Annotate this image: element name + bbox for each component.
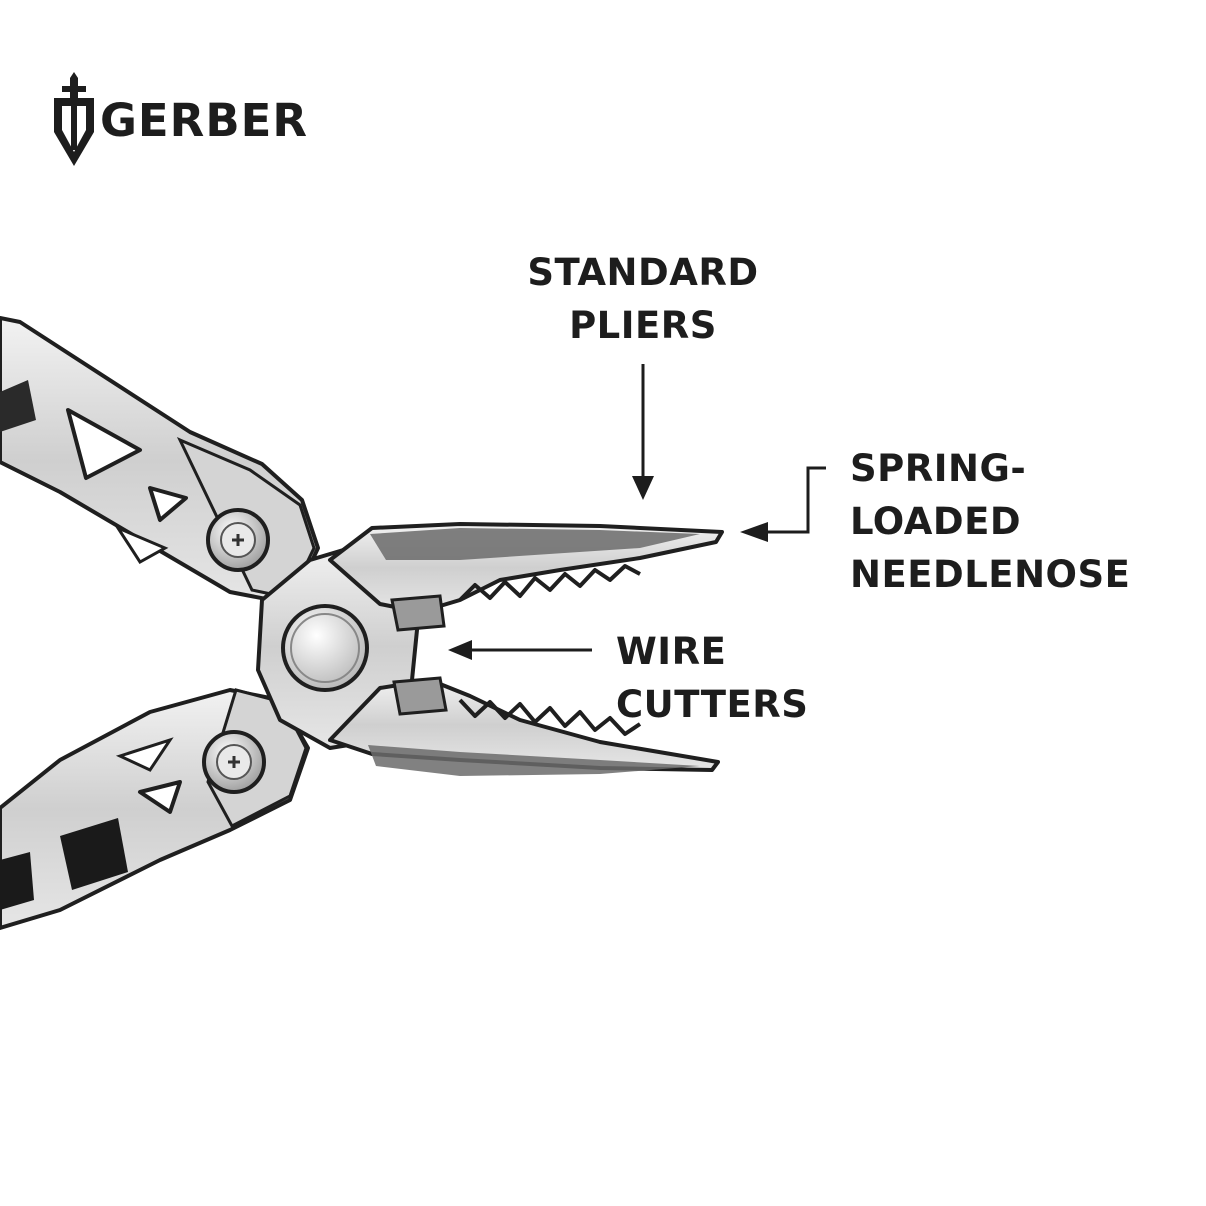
needlenose-line-2: LOADED xyxy=(850,500,1022,543)
standard-pliers-arrowhead xyxy=(632,476,654,500)
brand-name: GERBER xyxy=(100,93,309,147)
callout-arrows xyxy=(448,364,826,660)
standard-pliers-line-2: PLIERS xyxy=(569,304,717,347)
standard-pliers-line-1: STANDARD xyxy=(527,251,759,294)
needlenose-label: SPRING- LOADED NEEDLENOSE xyxy=(850,442,1130,601)
standard-pliers-label: STANDARD PLIERS xyxy=(440,246,846,352)
gerber-shield-sword-icon xyxy=(54,72,94,166)
wire-cutters-line-2: CUTTERS xyxy=(616,683,809,726)
brand-logo: GERBER xyxy=(52,72,308,168)
upper-handle xyxy=(0,316,320,606)
wire-cutters-label: WIRE CUTTERS xyxy=(616,625,808,731)
lower-jaw xyxy=(328,676,720,776)
needlenose-line-3: NEEDLENOSE xyxy=(850,553,1131,596)
wire-cutters-line-1: WIRE xyxy=(616,630,727,673)
lower-handle xyxy=(0,688,310,930)
needlenose-arrowhead xyxy=(740,522,768,542)
needlenose-line-1: SPRING- xyxy=(850,447,1027,490)
upper-jaw xyxy=(328,522,724,632)
wire-cutters-arrowhead xyxy=(448,640,472,660)
needlenose-arrow-line xyxy=(766,466,826,534)
